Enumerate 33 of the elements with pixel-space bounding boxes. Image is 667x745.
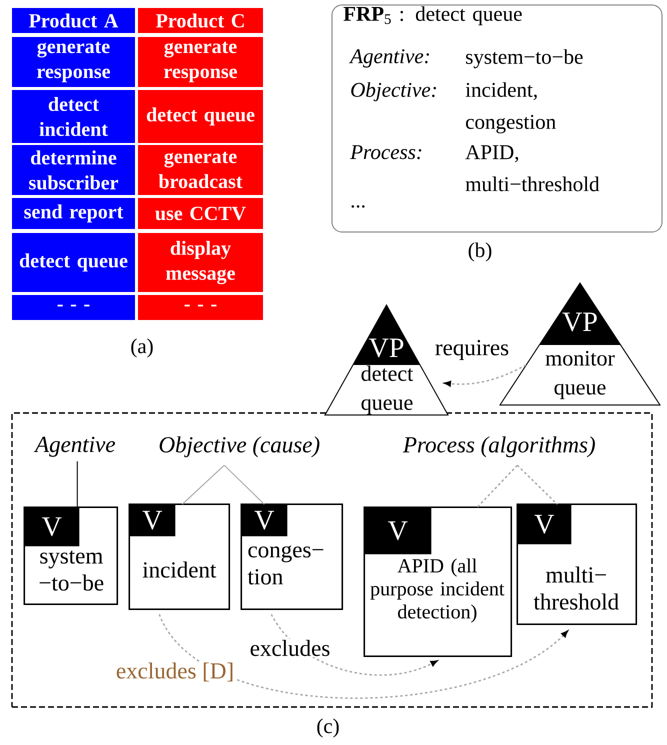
table-cell: Product C (138, 8, 263, 33)
facet-heading: Agentive (34, 436, 116, 457)
facet-heading: Objective (cause) (160, 436, 320, 458)
table-cell: display message (138, 233, 263, 292)
connector (516, 464, 558, 505)
table-cell: use CCTV (138, 198, 263, 229)
variant-box: V multi− threshold (516, 504, 638, 626)
connector (158, 614, 568, 699)
panel-caption: (b) (468, 242, 492, 262)
connector (444, 364, 526, 387)
table-cell: send report (12, 198, 135, 229)
connector (270, 614, 438, 676)
edge-label: excludes (248, 638, 332, 658)
edge-label: excludes [D] (114, 661, 236, 682)
table-cell: generate broadcast (138, 145, 263, 195)
variant-box: V conges− tion (240, 504, 344, 610)
table-cell: - - - (138, 295, 263, 320)
variant-box: V incident (128, 504, 230, 610)
variant-box: V system −to−be (24, 506, 118, 606)
connector (182, 464, 225, 505)
definition-card: FRP$_{5}$ : detect queue Agentive: system−to−be Objective: incident, congestion Process: APID, multi−threshold ... (332, 4, 662, 232)
panel-caption: (a) (131, 338, 153, 358)
facet-heading: Process (algorithms) (402, 436, 595, 458)
connector (224, 464, 265, 505)
panel-caption: (c) (317, 718, 339, 738)
table-cell: Product A (12, 8, 135, 33)
connector (76, 460, 78, 508)
table-cell: detect queue (138, 90, 263, 143)
table-cell: - - - (12, 295, 135, 320)
connector (476, 464, 518, 508)
variant-box: V APID (all purpose incident detection) (364, 506, 512, 658)
table-cell: detect queue (12, 233, 135, 292)
table-cell: generate response (138, 37, 263, 87)
